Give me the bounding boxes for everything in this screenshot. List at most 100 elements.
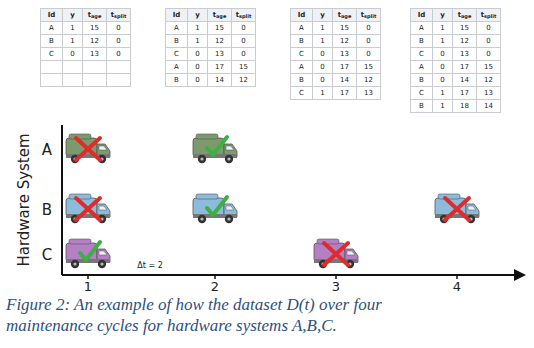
system-label: C (42, 247, 52, 264)
table-cell: 0 (231, 47, 256, 61)
column-header: tage (88, 12, 102, 19)
table-value: 0 (486, 38, 490, 45)
column-header: Id (298, 12, 306, 19)
table-header-cell: Id (290, 8, 313, 22)
table-value: 0 (195, 64, 199, 71)
table-cell: 15 (332, 21, 357, 35)
table-value: 1 (320, 25, 324, 32)
column-header: tsplit (361, 12, 377, 19)
table-cell: 12 (452, 34, 477, 48)
table-value: 15 (484, 64, 493, 71)
table-cell: C (410, 47, 433, 61)
table-value: 1 (70, 25, 74, 32)
table-value: 12 (215, 38, 224, 45)
table-cell: 1 (432, 86, 453, 100)
table-cell: 12 (356, 73, 381, 87)
column-header: y (195, 12, 200, 19)
table-value: 0 (195, 77, 199, 84)
table-value: 1 (440, 90, 444, 97)
empty-table-cell (62, 60, 83, 74)
table-value: 12 (460, 38, 469, 45)
table-cell: 15 (452, 21, 477, 35)
column-header: y (70, 12, 75, 19)
table-value: 13 (460, 51, 469, 58)
failure-cross (324, 243, 348, 265)
table-cell: A (410, 21, 433, 35)
column-header: Id (173, 12, 181, 19)
table-cell: B (290, 73, 313, 87)
table-value: 0 (486, 51, 490, 58)
truck-c (66, 239, 110, 268)
table-header-cell: tsplit (231, 8, 256, 22)
table-cell: 15 (231, 60, 256, 74)
table-value: 1 (195, 38, 199, 45)
system-label: B (42, 202, 52, 219)
table-header-cell: Id (410, 8, 433, 22)
table-value: 0 (486, 25, 490, 32)
table-value: C (299, 90, 304, 97)
table-value: 1 (195, 25, 199, 32)
table-value: A (174, 64, 179, 71)
table-cell: 13 (476, 86, 501, 100)
y-axis (61, 125, 63, 275)
table-header-cell: Id (40, 8, 63, 22)
table-value: 0 (116, 25, 120, 32)
table-header-cell: tage (82, 8, 107, 22)
table-cell: 0 (356, 34, 381, 48)
table-value: 14 (340, 77, 349, 84)
system-label: A (42, 142, 52, 159)
table-header-cell: y (62, 8, 83, 22)
table-cell: B (290, 34, 313, 48)
column-header: tsplit (111, 12, 127, 19)
table-value: 0 (70, 51, 74, 58)
table-value: B (174, 77, 179, 84)
table-cell: 0 (312, 73, 333, 87)
table-value: 14 (484, 103, 493, 110)
table-value: 12 (90, 38, 99, 45)
column-header: Id (418, 12, 426, 19)
table-value: A (419, 25, 424, 32)
table-header-cell: tage (452, 8, 477, 22)
table-cell: 1 (312, 21, 333, 35)
table-value: B (419, 103, 424, 110)
table-cell: 12 (207, 34, 232, 48)
table-value: A (419, 64, 424, 71)
table-value: 1 (320, 90, 324, 97)
column-header: Id (48, 12, 56, 19)
table-cell: 14 (332, 73, 357, 87)
table-cell: 14 (476, 99, 501, 113)
cycle-number: 1 (84, 280, 92, 294)
table-value: 13 (340, 51, 349, 58)
table-value: C (49, 51, 54, 58)
table-value: 1 (320, 38, 324, 45)
empty-table-cell (106, 73, 131, 87)
figure-caption: Figure 2: An example of how the dataset … (6, 294, 406, 336)
table-cell: 0 (231, 34, 256, 48)
table-cell: B (410, 99, 433, 113)
table-cell: 17 (332, 60, 357, 74)
table-cell: 0 (187, 73, 208, 87)
empty-table-cell (62, 73, 83, 87)
table-cell: 17 (207, 60, 232, 74)
table-cell: 0 (432, 73, 453, 87)
table-cell: 17 (452, 60, 477, 74)
table-cell: 0 (476, 47, 501, 61)
table-value: 17 (460, 64, 469, 71)
table-cell: 12 (82, 34, 107, 48)
table-cell: 0 (356, 47, 381, 61)
table-cell: 1 (62, 21, 83, 35)
empty-table-cell (82, 60, 107, 74)
table-cell: 1 (432, 99, 453, 113)
table-value: 0 (116, 38, 120, 45)
table-cell: 13 (452, 47, 477, 61)
table-cell: 12 (231, 73, 256, 87)
table-cell: 0 (476, 21, 501, 35)
table-value: 0 (241, 38, 245, 45)
table-value: C (299, 51, 304, 58)
table-cell: 1 (312, 86, 333, 100)
table-value: 14 (215, 77, 224, 84)
table-header-cell: y (187, 8, 208, 22)
table-cell: 0 (356, 21, 381, 35)
column-header: tsplit (481, 12, 497, 19)
empty-table-cell (106, 60, 131, 74)
